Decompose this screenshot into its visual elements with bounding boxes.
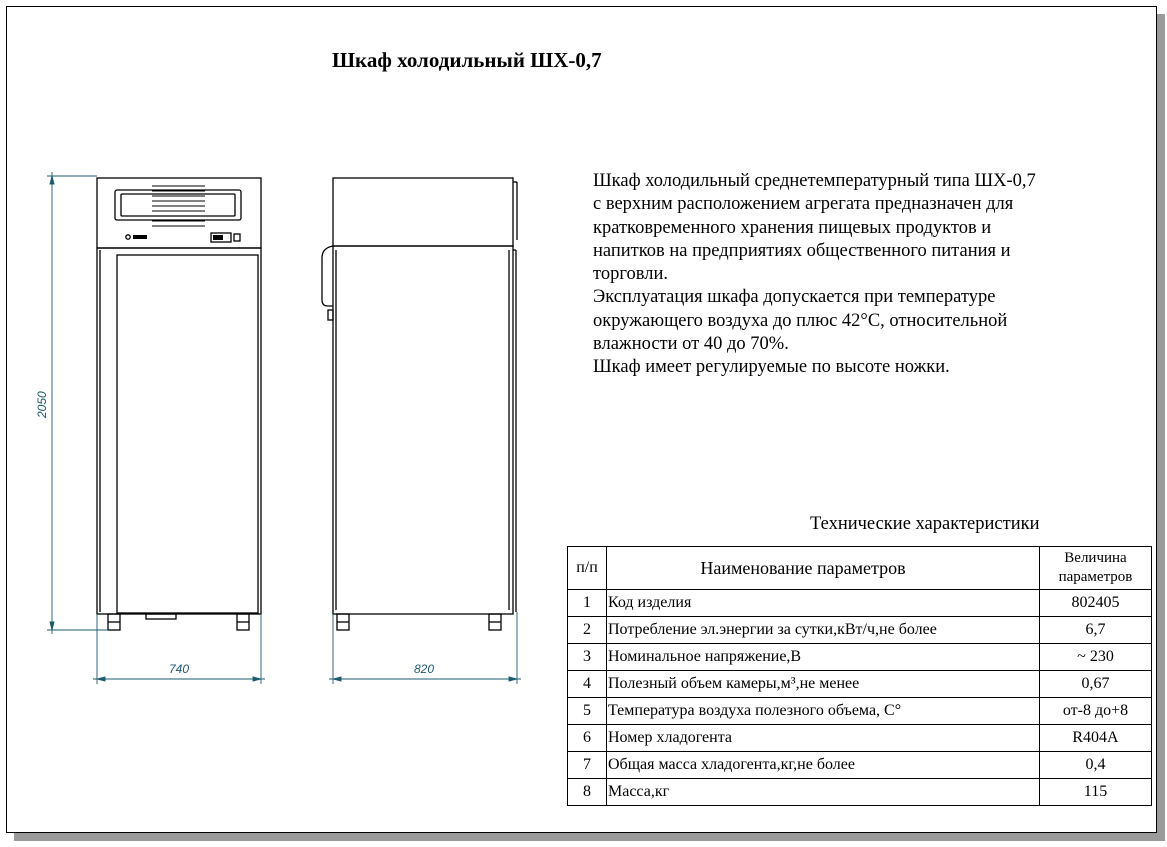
header-value: Величина параметров [1039,546,1152,590]
row-value: 802405 [1039,589,1152,617]
table-row: 1 Код изделия 802405 [567,589,1152,617]
description-line: кратковременного хранения пищевых продук… [593,217,992,238]
row-name: Потребление эл.энергии за сутки,кВт/ч,не… [606,616,1040,644]
description-line: Эксплуатация шкафа допускается при темпе… [593,287,996,308]
row-value: 0,67 [1039,670,1152,698]
table-row: 2 Потребление эл.энергии за сутки,кВт/ч,… [567,616,1152,644]
row-value: R404A [1039,724,1152,752]
description-line: торговли. [593,264,668,285]
description-line: напитков на предприятиях общественного п… [593,240,1011,261]
row-num: 6 [567,724,607,752]
table-row: 4 Полезный объем камеры,м³,не менее 0,67 [567,670,1152,698]
row-name: Масса,кг [606,778,1040,806]
row-name: Полезный объем камеры,м³,не менее [606,670,1040,698]
row-value: 0,4 [1039,751,1152,779]
row-num: 2 [567,616,607,644]
row-num: 7 [567,751,607,779]
row-name: Код изделия [606,589,1040,617]
table-row: 8 Масса,кг 115 [567,778,1152,806]
header-name: Наименование параметров [606,546,1040,590]
side-top-unit [332,177,514,247]
row-value: 6,7 [1039,616,1152,644]
row-value: 115 [1039,778,1152,806]
table-row: 5 Температура воздуха полезного объема, … [567,697,1152,725]
row-name: Общая масса хладогента,кг,не более [606,751,1040,779]
description-line: с верхним расположением агрегата предназ… [593,194,1014,215]
row-num: 1 [567,589,607,617]
description-line: Шкаф имеет регулируемые по высоте ножки. [593,357,950,378]
row-value: от-8 до+8 [1039,697,1152,725]
row-name: Номер хладогента [606,724,1040,752]
product-description: Шкаф холодильный среднетемпературный тип… [593,170,1113,380]
spec-table: п/п Наименование параметров Величина пар… [567,546,1152,806]
depth-dimension: 820 [414,662,434,676]
row-num: 4 [567,670,607,698]
width-dimension: 740 [169,662,189,676]
table-row: 6 Номер хладогента R404A [567,724,1152,752]
description-line: окружающего воздуха до плюс 42°С, относи… [593,310,1008,331]
side-body [332,245,514,615]
table-row: 7 Общая масса хладогента,кг,не более 0,4 [567,751,1152,779]
description-line: влажности от 40 до 70%. [593,334,789,355]
height-dimension: 2050 [35,391,49,419]
spec-table-title: Технические характеристики [810,514,1040,534]
row-num: 5 [567,697,607,725]
row-num: 3 [567,643,607,671]
row-name: Номинальное напряжение,В [606,643,1040,671]
front-door [96,247,262,615]
front-controller [210,232,232,243]
row-name: Температура воздуха полезного объема, С° [606,697,1040,725]
description-line: Шкаф холодильный среднетемпературный тип… [593,171,1036,191]
spec-table-header: п/п Наименование параметров Величина пар… [567,546,1152,590]
header-num: п/п [567,546,607,590]
row-num: 8 [567,778,607,806]
row-value: ~ 230 [1039,643,1152,671]
table-row: 3 Номинальное напряжение,В ~ 230 [567,643,1152,671]
drawing-title: Шкаф холодильный ШХ-0,7 [332,48,602,72]
